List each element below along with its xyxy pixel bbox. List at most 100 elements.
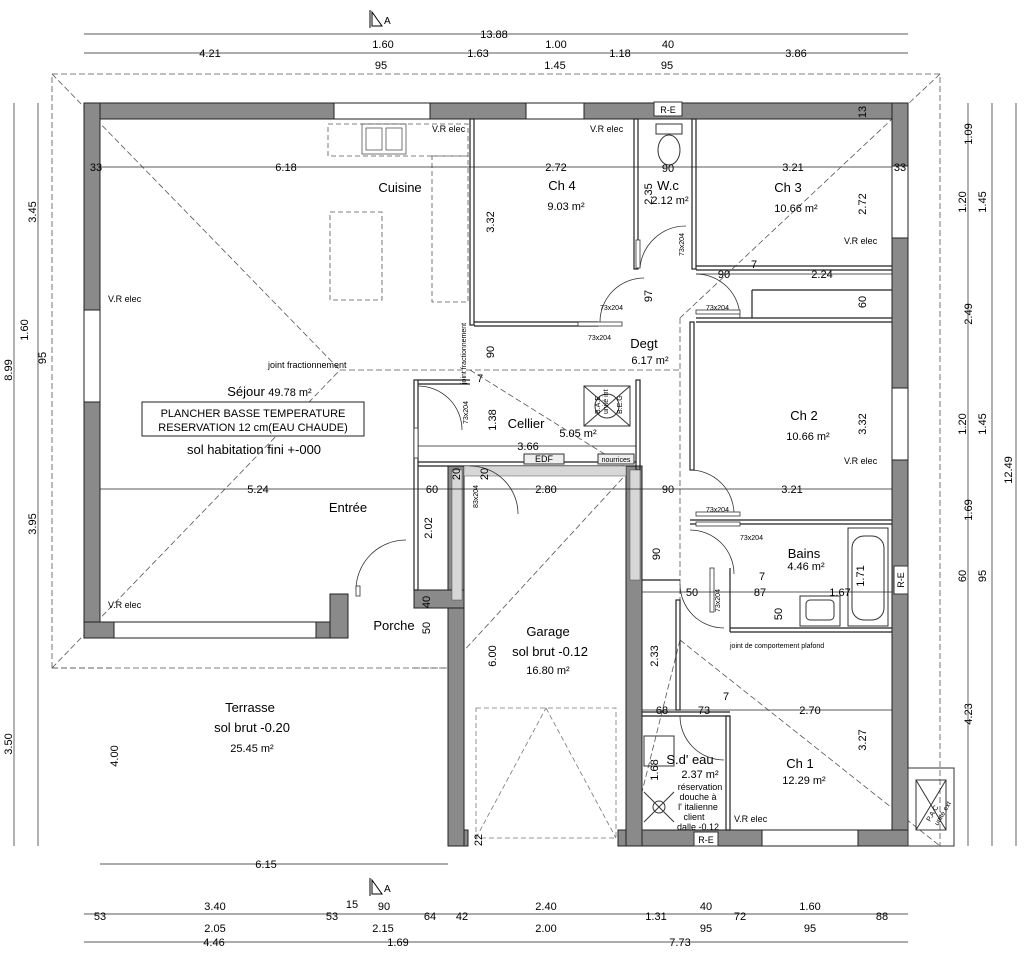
room-wc-area: 2.12 m² [651, 195, 689, 207]
note-ballon-1: unité int [603, 389, 610, 414]
dim-m-18: 40 [421, 596, 433, 608]
dim-bot-r1-12: 88 [876, 911, 888, 923]
dim-top-r2-1: 1.63 [467, 48, 488, 60]
bains-sink [799, 595, 841, 627]
dim-top-r2-0: 4.21 [199, 48, 220, 60]
note-plancher-1: PLANCHER BASSE TEMPERATURE [161, 408, 346, 420]
room-degt: Degt [630, 336, 658, 351]
dim-right-4: 1.69 [963, 499, 975, 520]
room-ch4-area: 9.03 m² [547, 201, 585, 213]
dim-bot-r1-0: 53 [94, 911, 106, 923]
room-sdeau-note-3: client [683, 812, 705, 822]
dim-int-a2: 3.21 [782, 162, 803, 174]
dim-right-6: 4.23 [963, 703, 975, 724]
note-plancher-2: RESERVATION 12 cm(EAU CHAUDE) [158, 422, 347, 434]
dim-top-r2-2: 1.18 [609, 48, 630, 60]
dim-v-10: 4.00 [109, 745, 121, 766]
note-door-9: 83x204 [473, 485, 480, 508]
dim-right-0: 1.09 [963, 123, 975, 144]
dim-v-2: 2.72 [857, 193, 869, 214]
dim-m-6: 87 [754, 587, 766, 599]
room-sdeau-note-2: l' italienne [678, 802, 718, 812]
dim-m-7: 1.67 [829, 587, 850, 599]
dim-right-overall: 12.49 [1003, 456, 1015, 484]
room-ch3: Ch 3 [774, 180, 801, 195]
dim-int-b4: 3.21 [781, 484, 802, 496]
room-sdeau: S.d' eau [666, 752, 713, 767]
kitchen-fixtures [327, 123, 469, 303]
room-ch1: Ch 1 [786, 756, 813, 771]
dim-bot-r1-6: 42 [456, 911, 468, 923]
room-wc: W.c [657, 178, 679, 193]
dim-right-3: 1.20 [957, 413, 969, 434]
room-bains-area: 4.46 m² [787, 561, 825, 573]
dim-right2-2: 95 [977, 570, 989, 582]
dim-bot-r1-8: 1.31 [645, 911, 666, 923]
room-bains: Bains [788, 546, 821, 561]
note-ballon-2: B.E.G [617, 395, 624, 414]
room-ch2-area: 10.66 m² [786, 431, 830, 443]
note-ballon-0: B.A.E [595, 396, 602, 414]
dim-int-b3: 90 [662, 484, 674, 496]
dim-v-6: 6.00 [487, 645, 499, 666]
shower-sdeau [643, 735, 675, 823]
room-garage: Garage [526, 624, 569, 639]
dim-bot-r1-5: 64 [424, 911, 436, 923]
room-sdeau-note-4: dalle -0.12 [677, 822, 719, 832]
dim-int-b2: 2.80 [535, 484, 556, 496]
room-ch3-area: 10.66 m² [774, 203, 818, 215]
dim-bot-r2-3: 95 [700, 923, 712, 935]
section-mark-top: A [384, 16, 391, 27]
note-door-3: 73x204 [679, 233, 686, 256]
bathtub [847, 527, 889, 627]
room-degt-area: 6.17 m² [631, 355, 669, 367]
ballon-box [583, 385, 631, 427]
note-edf: EDF [535, 454, 554, 464]
dim-m-19: 50 [421, 622, 433, 634]
edf-box [523, 453, 565, 465]
room-ch4: Ch 4 [548, 178, 575, 193]
dim-m-4: 20 [451, 468, 463, 480]
note-vr-elec-3: V.R elec [108, 294, 142, 304]
dim-m-9: 68 [656, 705, 668, 717]
section-marks [369, 10, 383, 896]
note-nourrices: nourrices [602, 457, 631, 464]
room-terrasse: Terrasse [225, 700, 275, 715]
dim-right2-0: 1.45 [977, 191, 989, 212]
re-boxes [653, 101, 909, 847]
dim-bot-r1-11: 1.60 [799, 901, 820, 913]
dim-top-r3-1: 1.45 [544, 60, 565, 72]
dim-bot-r1-10: 72 [734, 911, 746, 923]
dim-bot-r1-7: 2.40 [535, 901, 556, 913]
dim-v-11: 1.68 [649, 759, 661, 780]
wc-toilet [655, 123, 683, 166]
dim-left-i-0: 1.60 [19, 319, 31, 340]
note-door-4: 73x204 [706, 305, 729, 312]
dim-bot-r1-9: 40 [700, 901, 712, 913]
dim-top-r3-0: 95 [375, 60, 387, 72]
dim-top-r1-2: 40 [662, 39, 674, 51]
roof-outline [51, 73, 941, 847]
dim-int-b1: 60 [426, 484, 438, 496]
dim-right-2: 2.49 [963, 303, 975, 324]
note-door-5: 73x204 [463, 401, 470, 424]
dim-v-1: 2.35 [643, 183, 655, 204]
room-terrasse-floor: sol brut -0.20 [214, 720, 290, 735]
dim-int-a1: 2.72 [545, 162, 566, 174]
dimension-lines [13, 33, 1017, 943]
room-cellier-area: 5.05 m² [559, 428, 597, 440]
dim-bot-r2-4: 95 [804, 923, 816, 935]
garage-insulation [451, 465, 641, 601]
nourrices-box [597, 453, 635, 465]
room-ch1-area: 12.29 m² [782, 775, 826, 787]
dim-top-overall: 13.88 [480, 29, 508, 41]
dim-degt-4: 60 [857, 296, 869, 308]
dim-int-b0: 5.24 [247, 484, 268, 496]
dim-bot-r1-3: 15 [346, 899, 358, 911]
door-leaves [355, 239, 741, 613]
note-re-bottom: R-E [698, 835, 714, 845]
dim-int-a0: 6.18 [275, 162, 296, 174]
door-swings [355, 225, 741, 761]
dim-v-3: 3.32 [857, 413, 869, 434]
note-vr-elec-6: V.R elec [108, 600, 142, 610]
